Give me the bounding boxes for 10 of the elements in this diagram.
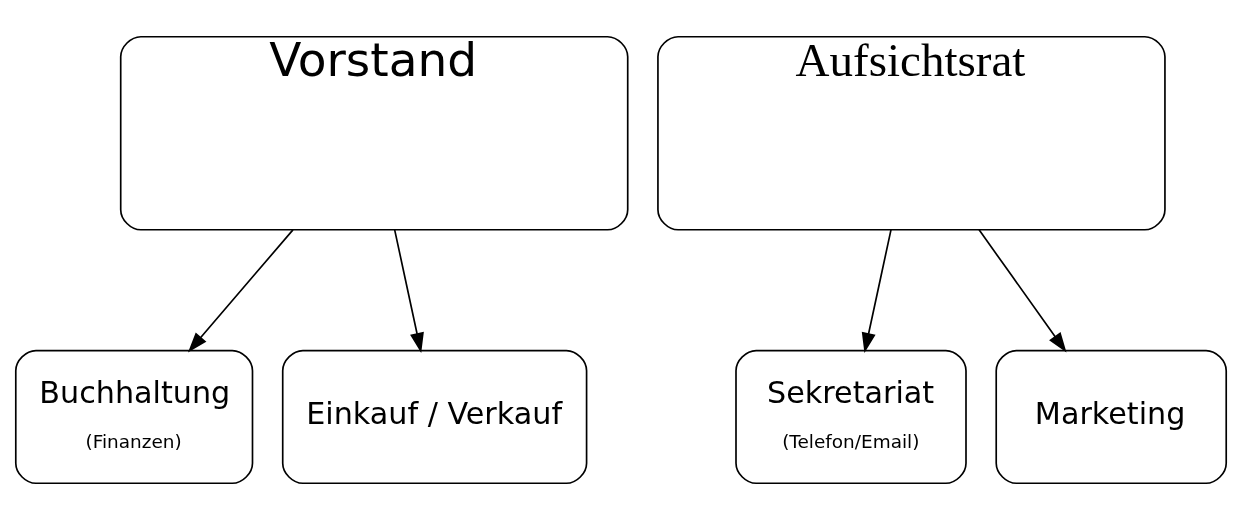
node-box: Buchhaltung (Finanzen) — [14, 349, 254, 485]
node-box: Aufsichtsrat — [657, 35, 1166, 231]
arrow — [393, 229, 424, 353]
node-box: Marketing — [995, 349, 1228, 485]
node-box: Vorstand — [119, 35, 629, 231]
arrow — [187, 229, 294, 353]
node-box: Einkauf / Verkauf — [281, 349, 588, 485]
node-box: Sekretariat (Telefon/Email) — [735, 349, 967, 485]
arrow — [861, 229, 892, 353]
arrow — [978, 229, 1067, 353]
